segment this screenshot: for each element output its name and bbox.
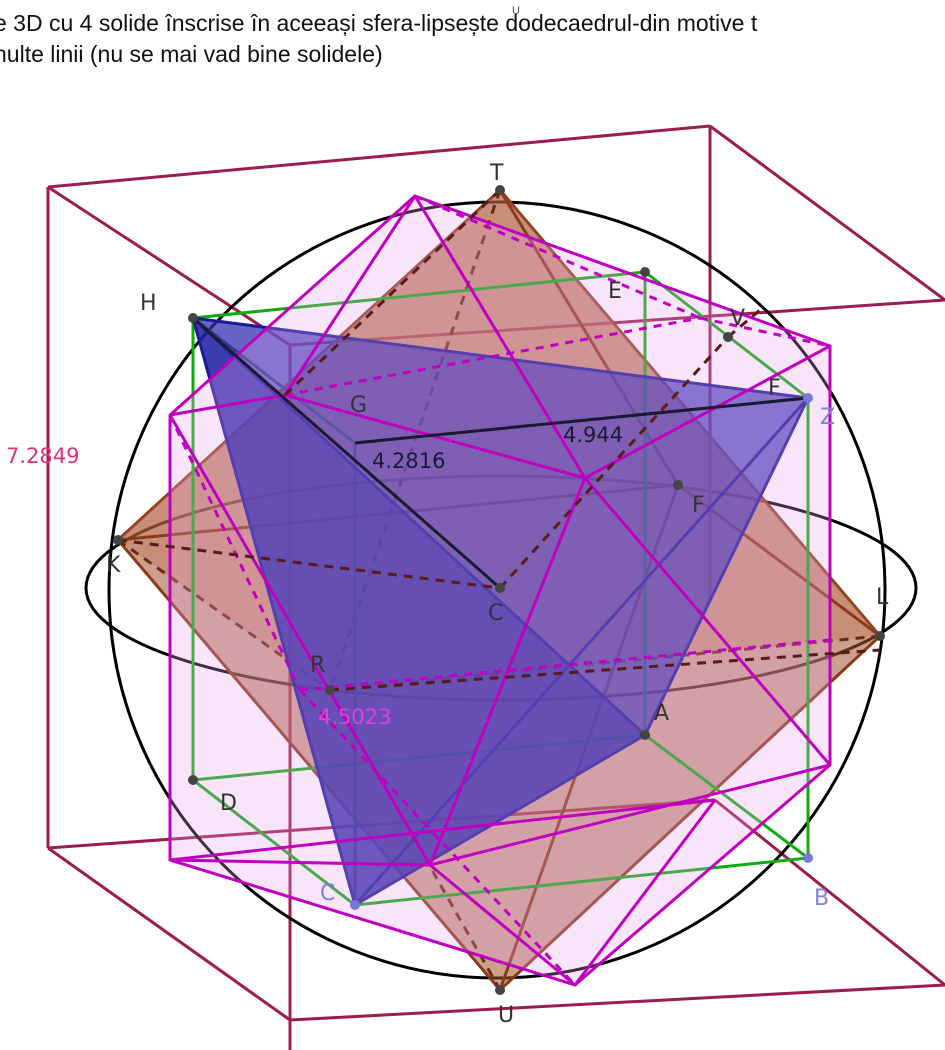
label-k: K xyxy=(106,553,121,578)
tetrahedron xyxy=(190,316,811,908)
measure-edge-r: 4.5023 xyxy=(318,705,391,729)
label-v: V xyxy=(730,306,745,331)
caption-line-1: e 3D cu 4 solide înscrise în aceeași sfe… xyxy=(0,10,758,36)
measurement-segments xyxy=(192,316,809,590)
hidden-edges xyxy=(117,188,881,692)
label-z: Z xyxy=(820,405,835,430)
point-v xyxy=(723,332,733,342)
label-c-low: C xyxy=(320,881,335,906)
label-e: E xyxy=(608,279,622,304)
label-a: A xyxy=(654,701,669,726)
point-labels: T H E V G Z F F K C L R A D C B U xyxy=(106,161,889,1028)
measure-edge-gc: 4.2816 xyxy=(372,449,445,473)
points xyxy=(113,185,885,995)
overlay-label-u: U xyxy=(512,5,520,17)
label-u: U xyxy=(498,1003,514,1028)
point-z xyxy=(803,393,813,403)
point-h xyxy=(188,313,198,323)
point-r xyxy=(325,685,335,695)
label-c: C xyxy=(488,601,503,626)
point-l xyxy=(875,631,885,641)
label-d: D xyxy=(220,791,237,816)
point-d xyxy=(188,775,198,785)
point-b xyxy=(803,853,813,863)
label-f: F xyxy=(692,493,705,518)
measurements: 7.2849 4.944 4.2816 4.5023 xyxy=(6,423,623,729)
label-f-upper: F xyxy=(768,376,781,401)
label-g: G xyxy=(350,393,367,418)
caption: e 3D cu 4 solide înscrise în aceeași sfe… xyxy=(0,8,757,70)
label-t: T xyxy=(489,161,504,186)
label-h: H xyxy=(140,291,157,316)
point-f xyxy=(673,480,683,490)
point-k xyxy=(113,535,123,545)
caption-line-2: nulte linii (nu se mai vad bine solidele… xyxy=(0,41,383,67)
point-t xyxy=(495,185,505,195)
point-u xyxy=(495,985,505,995)
point-e xyxy=(640,267,650,277)
point-c-low xyxy=(350,900,360,910)
label-b: B xyxy=(814,886,829,911)
label-l: L xyxy=(876,585,889,610)
point-c xyxy=(495,583,505,593)
label-r: R xyxy=(310,653,325,678)
measure-cube-diagonal: 7.2849 xyxy=(6,444,79,468)
point-a xyxy=(640,730,650,740)
measure-edge-gz: 4.944 xyxy=(563,423,623,447)
